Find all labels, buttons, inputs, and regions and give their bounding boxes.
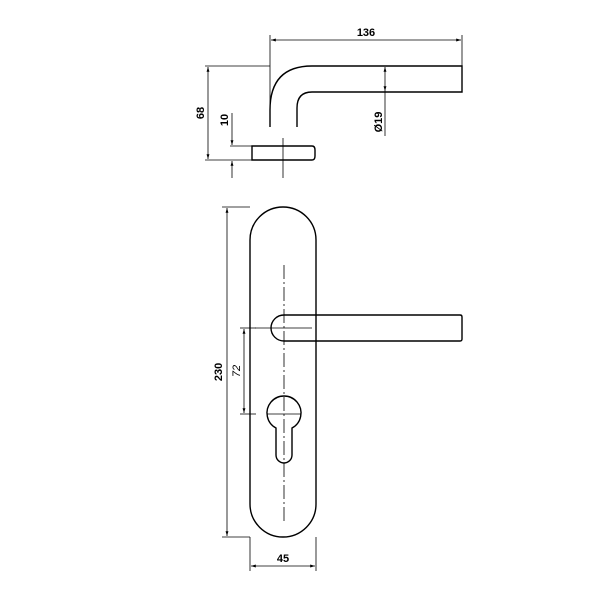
- dim-label-230: 230: [213, 363, 225, 381]
- rose-side: [251, 145, 316, 161]
- dim-label-72: 72: [231, 365, 243, 377]
- backplate: [249, 206, 317, 538]
- lever-front: [270, 314, 463, 342]
- dim-label-68: 68: [195, 107, 207, 119]
- front-view: 230 72 45: [213, 206, 463, 571]
- dim-label-19: Ø19: [373, 112, 385, 133]
- dim-label-136: 136: [357, 27, 375, 39]
- cylinder-hole: [266, 395, 302, 464]
- dim-label-45: 45: [277, 553, 289, 565]
- side-view: 136 68 10 Ø19: [195, 27, 463, 178]
- dim-label-10: 10: [219, 114, 231, 126]
- lever-side-outline: [269, 65, 463, 127]
